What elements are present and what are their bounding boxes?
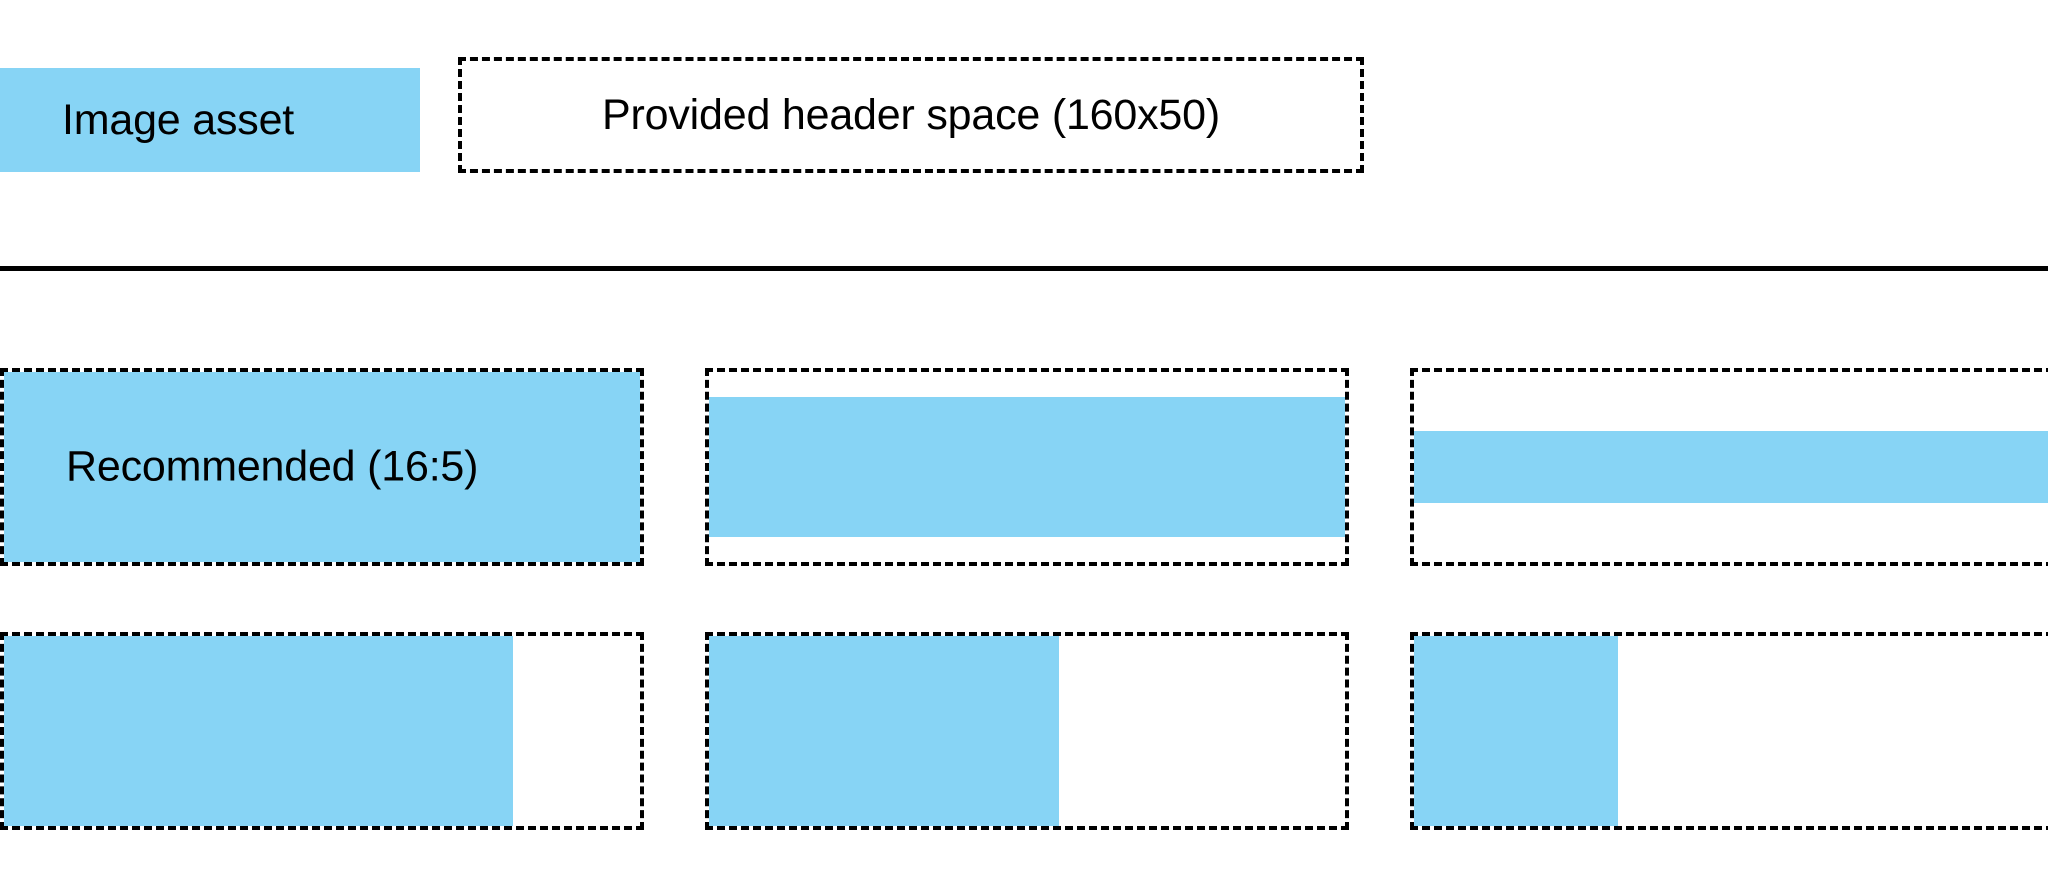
asset-fill	[4, 636, 513, 826]
recommended-ratio-tile: Recommended (16:5)	[0, 368, 644, 566]
asset-fill	[1414, 430, 2048, 504]
legend-header-space-label: Provided header space (160x50)	[602, 90, 1220, 139]
example-row-fit-width: Recommended (16:5)	[0, 368, 2048, 566]
example-grid: Recommended (16:5)	[0, 368, 2048, 830]
section-divider	[0, 266, 2048, 271]
shortest-asset-tile	[1410, 368, 2048, 566]
legend-header-space-box: Provided header space (160x50)	[458, 57, 1364, 173]
narrow-asset-tile-2	[705, 632, 1349, 830]
narrow-asset-tile-3	[1410, 632, 2048, 830]
asset-fill	[1414, 636, 1618, 826]
example-row-fit-height	[0, 632, 2048, 830]
recommended-ratio-label: Recommended (16:5)	[66, 442, 479, 491]
shorter-asset-tile	[705, 368, 1349, 566]
narrow-asset-tile-1	[0, 632, 644, 830]
asset-fill	[709, 396, 1345, 538]
asset-fill	[709, 636, 1059, 826]
asset-fill	[4, 372, 640, 562]
legend-image-asset-swatch: Image asset	[0, 68, 420, 172]
legend-image-asset-label: Image asset	[62, 95, 295, 144]
